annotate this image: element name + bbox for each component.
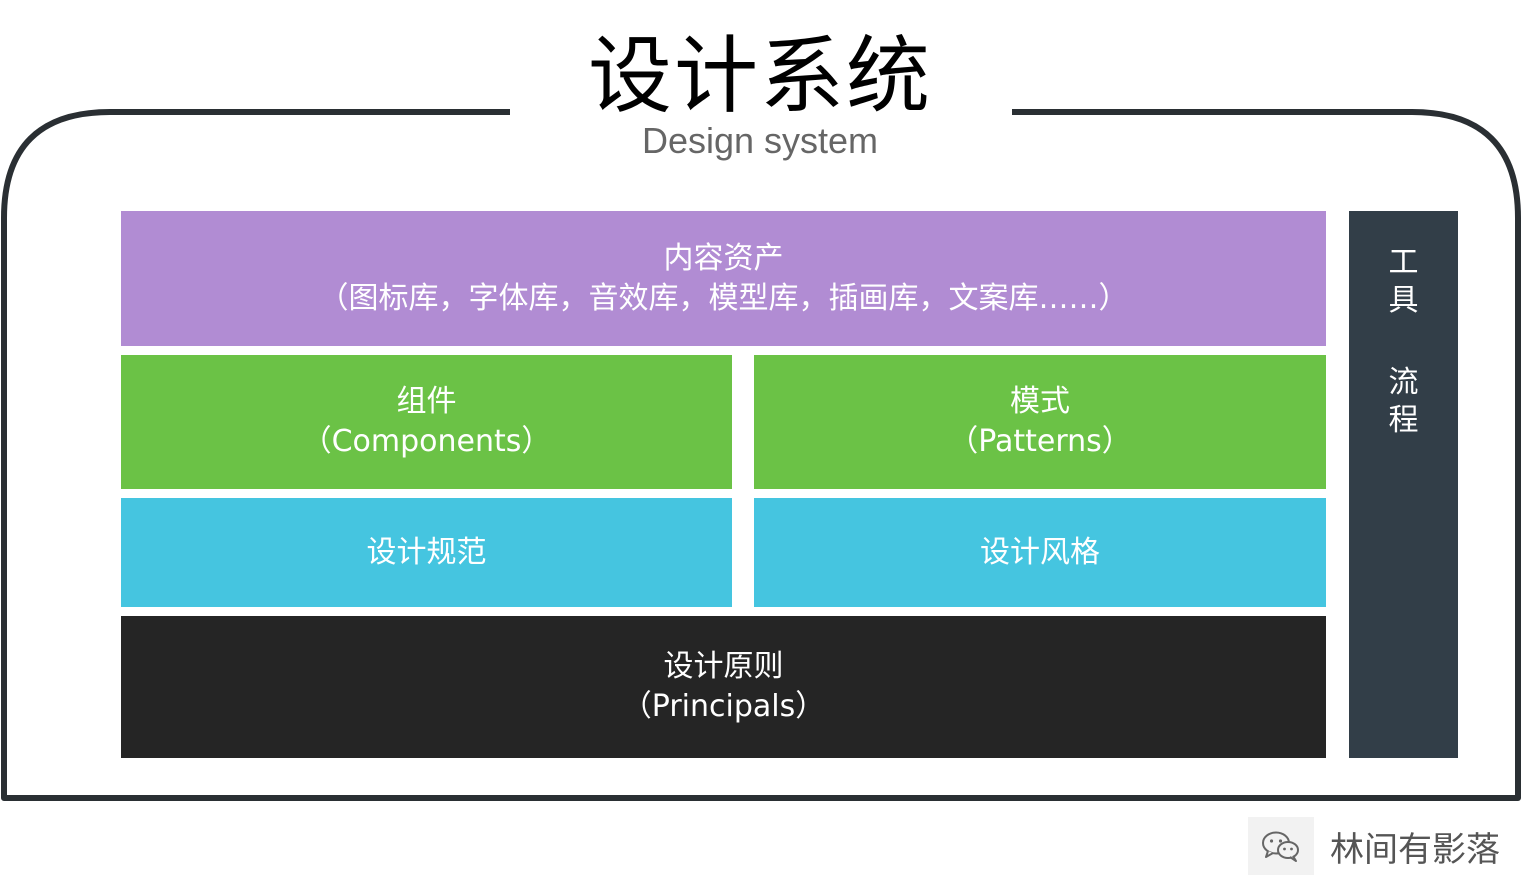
- design-style-layer: 设计风格: [754, 498, 1326, 607]
- design-style-title: 设计风格: [980, 534, 1100, 570]
- wechat-icon: [1248, 817, 1314, 875]
- diagram-title: 设计系统: [587, 27, 932, 125]
- diagram-subtitle: Design system: [641, 120, 879, 161]
- design-specs-title: 设计规范: [366, 534, 487, 570]
- process-label: 流 程: [1349, 364, 1458, 440]
- tools-char-2: 具: [1388, 283, 1419, 318]
- watermark: 林间有影落: [1248, 815, 1506, 877]
- tools-process-column: [1349, 211, 1458, 758]
- design-principles-subtitle: （Principals）: [621, 689, 826, 724]
- components-subtitle: （Components）: [301, 424, 552, 459]
- design-principles-title: 设计原则: [663, 649, 784, 684]
- components-title: 组件: [396, 384, 457, 419]
- tools-char-1: 工: [1388, 245, 1419, 280]
- design-specs-layer: 设计规范: [121, 498, 732, 607]
- tools-label: 工 具: [1349, 244, 1458, 320]
- process-char-2: 程: [1388, 403, 1419, 438]
- design-principles-layer: 设计原则 （Principals）: [121, 616, 1326, 758]
- process-char-1: 流: [1388, 365, 1419, 400]
- patterns-title: 模式: [1010, 384, 1070, 419]
- watermark-text: 林间有影落: [1330, 829, 1500, 870]
- components-layer: 组件 （Components）: [121, 355, 732, 489]
- content-assets-layer: 内容资产 （图标库，字体库，音效库，模型库，插画库，文案库……）: [121, 211, 1326, 346]
- patterns-layer: 模式 （Patterns）: [754, 355, 1326, 489]
- content-assets-title: 内容资产: [663, 240, 784, 276]
- content-assets-detail: （图标库，字体库，音效库，模型库，插画库，文案库……）: [318, 280, 1129, 316]
- patterns-subtitle: （Patterns）: [948, 424, 1132, 459]
